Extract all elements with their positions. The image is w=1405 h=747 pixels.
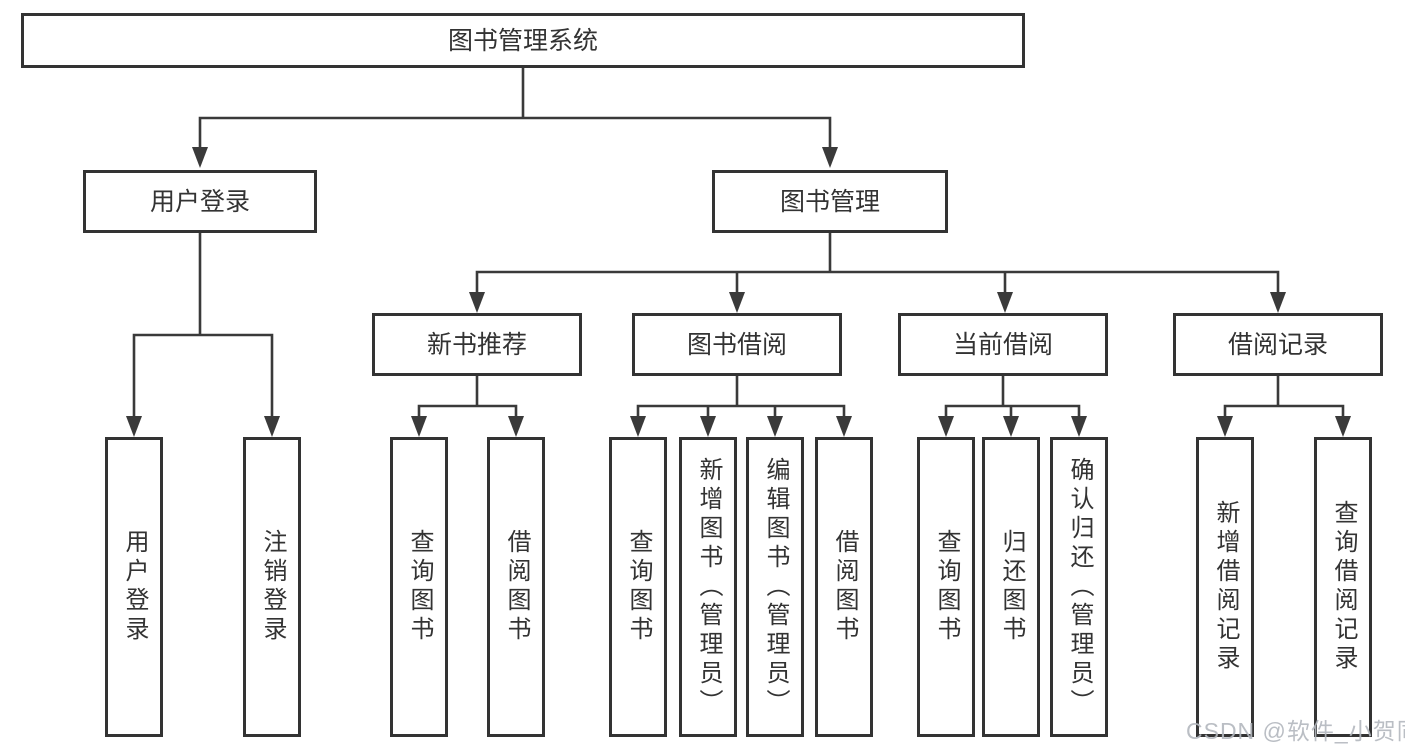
node-borrow-records: 借阅记录 [1173, 313, 1383, 376]
arrow-icon [938, 416, 954, 437]
arrow-icon [729, 292, 745, 313]
node-confirm-return-admin: 确认归还（管理员） [1050, 437, 1108, 737]
arrow-icon [508, 416, 524, 437]
node-logout: 注销登录 [243, 437, 301, 737]
arrow-icon [192, 147, 208, 168]
arrow-icon [767, 416, 783, 437]
node-user-login-leaf: 用户登录 [105, 437, 163, 737]
connector-paths [132, 66, 1345, 419]
node-add-borrow-record: 新增借阅记录 [1196, 437, 1254, 737]
node-current-borrow: 当前借阅 [898, 313, 1108, 376]
arrow-icon [836, 416, 852, 437]
node-book-borrow: 图书借阅 [632, 313, 842, 376]
node-add-books-admin: 新增图书（管理员） [679, 437, 737, 737]
arrow-icon [700, 416, 716, 437]
node-root: 图书管理系统 [21, 13, 1025, 68]
arrow-icon [630, 416, 646, 437]
arrow-icon [126, 416, 142, 437]
node-borrow-books-recommend: 借阅图书 [487, 437, 545, 737]
arrow-icon [1217, 416, 1233, 437]
watermark: CSDN @软件_小贺同学 [1186, 718, 1405, 744]
arrow-icon [1003, 416, 1019, 437]
node-book-management: 图书管理 [712, 170, 948, 233]
node-query-borrow-record: 查询借阅记录 [1314, 437, 1372, 737]
node-user-login: 用户登录 [83, 170, 317, 233]
node-query-books-current: 查询图书 [917, 437, 975, 737]
node-query-books-borrow: 查询图书 [609, 437, 667, 737]
node-query-books-recommend: 查询图书 [390, 437, 448, 737]
node-edit-books-admin: 编辑图书（管理员） [746, 437, 804, 737]
arrow-icon [1335, 416, 1351, 437]
arrow-icon [822, 147, 838, 168]
node-new-book-recommend: 新书推荐 [372, 313, 582, 376]
arrow-icon [1071, 416, 1087, 437]
arrow-icon [264, 416, 280, 437]
arrow-icon [469, 292, 485, 313]
arrow-icon [997, 292, 1013, 313]
node-return-books: 归还图书 [982, 437, 1040, 737]
arrow-icon [411, 416, 427, 437]
arrow-icon [1270, 292, 1286, 313]
node-borrow-books: 借阅图书 [815, 437, 873, 737]
arrowheads [126, 147, 1351, 437]
